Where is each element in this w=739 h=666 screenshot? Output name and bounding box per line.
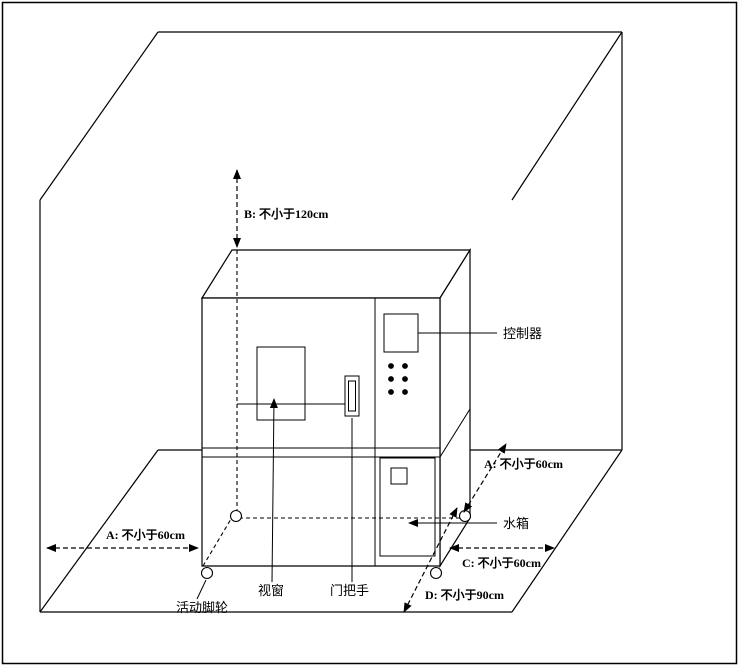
panel-button bbox=[402, 363, 408, 369]
caster-front-left bbox=[200, 566, 214, 580]
door-handle bbox=[344, 375, 360, 417]
back-right-clearance-arrow bbox=[463, 443, 507, 513]
right-clearance-label: C: 不小于60cm bbox=[462, 555, 541, 570]
front-clearance-arrow bbox=[403, 507, 458, 613]
front-clearance-label: D: 不小于90cm bbox=[425, 587, 504, 602]
door-handle-label: 门把手 bbox=[330, 583, 369, 598]
panel-button bbox=[388, 376, 394, 382]
water-tank-window bbox=[390, 467, 408, 485]
room-floor-left-edge bbox=[39, 449, 159, 613]
part-labels: 控制器 水箱 视窗 门把手 活动脚轮 bbox=[176, 326, 542, 615]
panel-button bbox=[388, 389, 394, 395]
clearance-dimensions: B: 不小于120cm A: 不小于60cm A: 不小于60cm C: 不小于… bbox=[46, 169, 563, 613]
left-clearance-label: A: 不小于60cm bbox=[106, 527, 185, 542]
viewport-window bbox=[256, 346, 306, 421]
casters-leader-line bbox=[196, 579, 207, 600]
room-floor-right-edge bbox=[511, 449, 623, 613]
panel-button bbox=[388, 363, 394, 369]
casters-label: 活动脚轮 bbox=[176, 600, 228, 615]
viewport-label: 视窗 bbox=[258, 583, 284, 598]
room-ceiling-right-edge bbox=[511, 31, 623, 201]
panel-button bbox=[402, 389, 408, 395]
viewport-leader-line bbox=[269, 398, 278, 583]
chamber-top-face bbox=[200, 249, 472, 299]
chamber-mid-divider-side bbox=[439, 408, 471, 458]
hidden-bottom-left-edge bbox=[202, 518, 232, 567]
top-clearance-label: B: 不小于120cm bbox=[244, 206, 328, 221]
room-ceiling-left-edge bbox=[39, 31, 159, 201]
test-chamber bbox=[200, 247, 472, 569]
caster-front-right bbox=[429, 566, 443, 580]
panel-button bbox=[402, 376, 408, 382]
back-right-clearance-label: A: 不小于60cm bbox=[484, 456, 563, 471]
controller-label: 控制器 bbox=[503, 326, 542, 341]
caster-back-right bbox=[458, 509, 472, 523]
water-tank-label: 水箱 bbox=[503, 516, 529, 531]
chamber-front-face bbox=[201, 297, 441, 567]
caster-back-left bbox=[229, 509, 243, 523]
door-handle-grip bbox=[348, 380, 356, 412]
